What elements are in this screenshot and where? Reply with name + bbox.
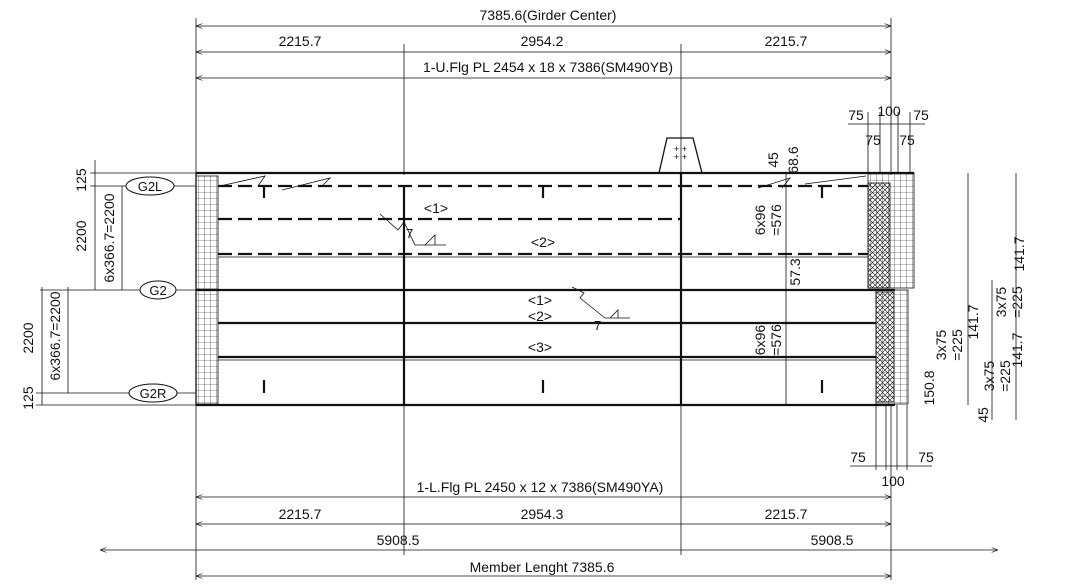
svg-text:45: 45 (975, 407, 991, 423)
svg-text:6x96: 6x96 (752, 325, 768, 356)
svg-text:75: 75 (918, 449, 934, 465)
svg-text:=225: =225 (949, 329, 965, 361)
stiffener-lower-3: <3> (528, 339, 552, 355)
bottom-span-2: 5908.5 (811, 532, 854, 548)
member-length: Member Lenght 7385.6 (470, 559, 615, 575)
svg-text:=576: =576 (768, 324, 784, 356)
lower-flange-label: 1-L.Flg PL 2450 x 12 x 7386(SM490YA) (417, 479, 664, 495)
weld-lower: 7 (594, 318, 601, 333)
svg-text:3x75: 3x75 (933, 330, 949, 361)
svg-text:G2R: G2R (140, 386, 167, 401)
svg-text:75: 75 (899, 132, 915, 148)
lifting-lug (658, 137, 703, 174)
svg-text:141.7: 141.7 (965, 304, 981, 339)
bottom-seg-3: 2215.7 (765, 506, 808, 522)
left-dimensions: 125 2200 6x366.7=2200 2200 6x366.7=2200 … (20, 160, 123, 410)
bottom-seg-2: 2954.3 (521, 506, 564, 522)
weld-upper: 7 (406, 226, 413, 241)
top-seg-1: 2215.7 (279, 33, 322, 49)
girder-body: + + + + (195, 137, 915, 407)
svg-text:75: 75 (865, 132, 881, 148)
right-dimensions: 75 100 75 75 75 45 68.6 6x96 =576 57.3 6… (752, 103, 1027, 489)
svg-text:G2: G2 (149, 283, 166, 298)
left-upper-height: 2200 (73, 220, 89, 251)
svg-text:G2L: G2L (138, 179, 163, 194)
g2l-tag (125, 176, 175, 196)
girder-tags: G2L G2 G2R (36, 172, 196, 406)
svg-text:3x75: 3x75 (981, 361, 997, 392)
bottom-dimensions: 1-L.Flg PL 2450 x 12 x 7386(SM490YA) 221… (100, 405, 998, 580)
left-splice-grid (195, 175, 219, 405)
left-lower-height: 2200 (20, 322, 36, 353)
svg-text:75: 75 (913, 107, 929, 123)
svg-text:150.8: 150.8 (921, 370, 937, 405)
top-seg-2: 2954.2 (521, 33, 564, 49)
svg-text:45: 45 (765, 152, 781, 168)
svg-text:+ +: + + (674, 152, 687, 162)
g2-tag (139, 280, 177, 300)
girder-center-dim: 7385.6(Girder Center) (480, 7, 617, 23)
stiffener-lower-2: <2> (528, 308, 552, 324)
svg-text:75: 75 (850, 449, 866, 465)
svg-text:6x96: 6x96 (752, 205, 768, 236)
upper-flange-label: 1-U.Flg PL 2454 x 18 x 7386(SM490YB) (423, 59, 673, 75)
svg-text:=225: =225 (1009, 286, 1025, 318)
left-lower-spacing: 6x366.7=2200 (47, 291, 63, 380)
top-seg-3: 2215.7 (765, 33, 808, 49)
top-dimensions: 7385.6(Girder Center) 2215.7 2954.2 2215… (195, 7, 892, 175)
bottom-seg-1: 2215.7 (279, 506, 322, 522)
bottom-span-1: 5908.5 (377, 532, 420, 548)
stiffener-upper-1: <1> (424, 200, 448, 216)
svg-text:3x75: 3x75 (993, 287, 1009, 318)
svg-text:100: 100 (881, 473, 905, 489)
left-upper-spacing: 6x366.7=2200 (101, 193, 117, 282)
left-lower-offset: 125 (20, 386, 36, 410)
svg-text:100: 100 (877, 103, 901, 119)
svg-text:75: 75 (848, 107, 864, 123)
svg-text:=576: =576 (768, 204, 784, 236)
stiffener-upper-2: <2> (531, 234, 555, 250)
svg-text:57.3: 57.3 (787, 258, 803, 285)
svg-text:68.6: 68.6 (785, 146, 801, 173)
left-upper-offset: 125 (73, 168, 89, 192)
svg-text:141.7: 141.7 (1011, 236, 1027, 271)
g2r-tag (128, 383, 178, 403)
svg-text:141.7: 141.7 (1009, 332, 1025, 367)
stiffener-labels: <1> <2> <1> <2> <3> 7 7 (379, 200, 630, 355)
svg-text:=225: =225 (997, 360, 1013, 392)
stiffener-lower-1: <1> (528, 292, 552, 308)
svg-text:+ +: + + (674, 144, 687, 154)
